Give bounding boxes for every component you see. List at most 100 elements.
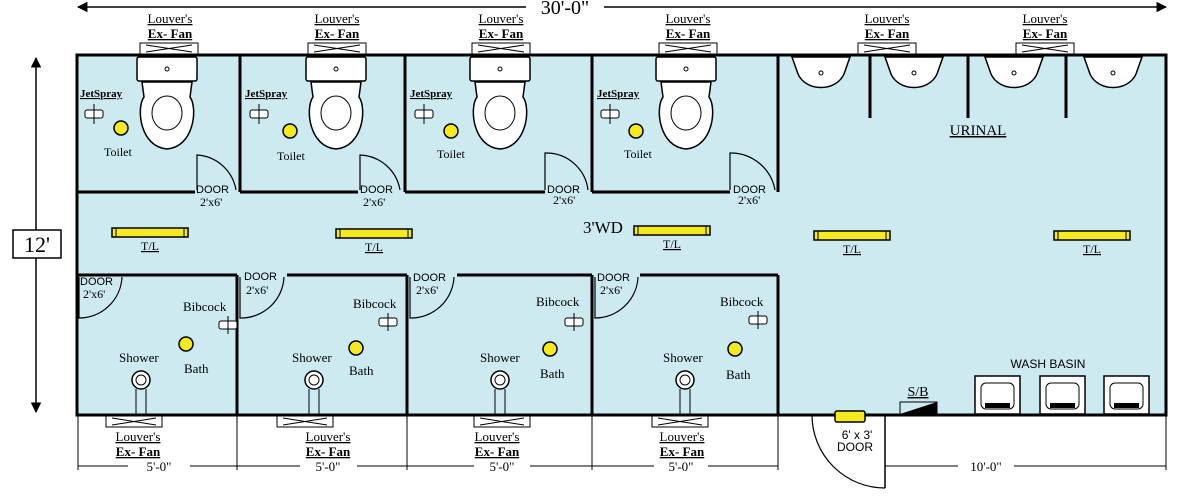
- vent-label-line2: Ex- Fan: [660, 444, 705, 459]
- wash-basin-icon: [974, 375, 1021, 415]
- wc-icon: [655, 56, 717, 150]
- toilet-room-3: JetSpray Toilet DOOR 2'x6': [410, 56, 589, 207]
- tubelight-label: T/L: [843, 242, 861, 256]
- door-size: 2'x6': [200, 195, 222, 209]
- bath-label: Bath: [726, 367, 751, 382]
- door-size: 2'x6': [738, 193, 760, 207]
- vent-top-4: Louver's Ex- Fan: [658, 11, 718, 55]
- door-label: DOOR: [360, 184, 393, 196]
- vent-label-line2: Ex- Fan: [315, 26, 360, 41]
- wc-icon: [136, 56, 198, 150]
- switchboard-icon: [900, 402, 937, 414]
- bay-dimension-1: 5'-0": [147, 459, 172, 474]
- vent-bottom-2: Louver's Ex- Fan: [276, 415, 351, 459]
- door-label: DOOR: [733, 184, 766, 196]
- jetspray-label: JetSpray: [80, 88, 123, 100]
- door-swing: [729, 152, 776, 191]
- door-size: 2'x6': [246, 283, 268, 297]
- switchboard-label: S/B: [907, 385, 928, 400]
- toilet-label: Toilet: [104, 145, 132, 159]
- vent-label-line1: Louver's: [479, 11, 524, 26]
- door-swing: [359, 154, 401, 191]
- shower-icon: [490, 370, 510, 414]
- toilet-label: Toilet: [624, 147, 652, 161]
- door-size: 2'x6': [363, 195, 385, 209]
- vent-bottom-1: Louver's Ex- Fan: [105, 415, 163, 459]
- bibcock-icon: [218, 316, 238, 334]
- toilet-room-2: JetSpray Toilet DOOR 2'x6': [245, 56, 401, 209]
- bath-walls: [77, 273, 780, 415]
- vent-top-6: Louver's Ex- Fan: [1015, 11, 1075, 55]
- vent-label-line2: Ex- Fan: [148, 26, 193, 41]
- overall-width-dimension: 30'-0": [76, 0, 1168, 19]
- door-size: 2'x6': [600, 283, 622, 297]
- toilet-label: Toilet: [437, 147, 465, 161]
- bibcock-icon: [378, 313, 398, 331]
- door-swing: [544, 152, 589, 191]
- tubelight-label: T/L: [365, 240, 383, 254]
- shower-label: Shower: [663, 350, 703, 365]
- door-label: DOOR: [413, 272, 446, 284]
- bibcock-label: Bibcock: [720, 294, 764, 309]
- floor-drain-icon: [282, 123, 298, 139]
- vent-top-3: Louver's Ex- Fan: [471, 11, 531, 55]
- vent-label-line1: Louver's: [660, 429, 705, 444]
- bibcock-label: Bibcock: [353, 296, 397, 311]
- main-entry-door: 6' x 3' DOOR: [811, 410, 886, 489]
- shower-label: Shower: [480, 350, 520, 365]
- vent-label-line1: Louver's: [475, 429, 520, 444]
- bath-room-4: DOOR 2'x6' Bibcock Shower Bath: [594, 272, 768, 414]
- wc-icon: [469, 56, 531, 150]
- tubelight-label: T/L: [1083, 242, 1101, 256]
- urinal-label: URINAL: [950, 123, 1007, 139]
- door-swing: [594, 276, 639, 319]
- door-size: 2'x6': [83, 287, 105, 301]
- bath-room-2: DOOR 2'x6' Bibcock Shower Bath: [239, 271, 398, 414]
- vent-label-line1: Louver's: [1023, 11, 1068, 26]
- tubelight-label: T/L: [141, 239, 159, 253]
- door-size: 2'x6': [553, 193, 575, 207]
- main-door-label: DOOR: [837, 440, 873, 454]
- bay-dimension-3: 5'-0": [490, 459, 515, 474]
- floor-drain-icon: [348, 340, 364, 356]
- jetspray-label: JetSpray: [597, 88, 640, 100]
- vent-label-line1: Louver's: [865, 11, 910, 26]
- floor-drain-icon: [542, 341, 558, 357]
- door-label: DOOR: [80, 276, 113, 288]
- jetspray-label: JetSpray: [410, 88, 453, 100]
- toilet-room-4: JetSpray Toilet DOOR 2'x6': [597, 56, 776, 207]
- vent-bottom-3: Louver's Ex- Fan: [473, 415, 531, 459]
- wash-basin-icon: [1103, 375, 1150, 415]
- vent-label-line2: Ex- Fan: [116, 444, 161, 459]
- jetspray-icon: [414, 104, 434, 124]
- wash-basin-icon: [1039, 375, 1086, 415]
- jetspray-label: JetSpray: [245, 88, 288, 100]
- door-swing: [239, 276, 285, 319]
- floor-drain-icon: [628, 123, 644, 139]
- jetspray-icon: [249, 104, 269, 124]
- shower-icon: [304, 370, 324, 414]
- urinal-bay-dimension: 10'-0": [970, 459, 1001, 474]
- overall-width-text: 30'-0": [541, 0, 589, 19]
- vent-label-line1: Louver's: [315, 11, 360, 26]
- floor-drain-icon: [113, 120, 129, 136]
- floor-drain-icon: [178, 336, 194, 352]
- corridor-width-text: 3'WD: [583, 218, 623, 237]
- shower-label: Shower: [292, 350, 332, 365]
- tubelight-4: T/L: [813, 230, 891, 256]
- toilet-label: Toilet: [277, 149, 305, 163]
- vent-top-2: Louver's Ex- Fan: [307, 11, 367, 55]
- vent-label-line1: Louver's: [116, 429, 161, 444]
- vent-label-line2: Ex- Fan: [666, 26, 711, 41]
- bath-label: Bath: [349, 363, 374, 378]
- bay-dimension-lines: [77, 415, 1167, 470]
- vent-label-line1: Louver's: [666, 11, 711, 26]
- bibcock-label: Bibcock: [183, 299, 227, 314]
- vent-top-1: Louver's Ex- Fan: [139, 11, 199, 55]
- vent-label-line2: Ex- Fan: [865, 26, 910, 41]
- vent-label-line1: Louver's: [148, 11, 193, 26]
- bibcock-icon: [564, 313, 584, 331]
- bay-dimension-2: 5'-0": [316, 459, 341, 474]
- bibcock-icon: [748, 311, 768, 329]
